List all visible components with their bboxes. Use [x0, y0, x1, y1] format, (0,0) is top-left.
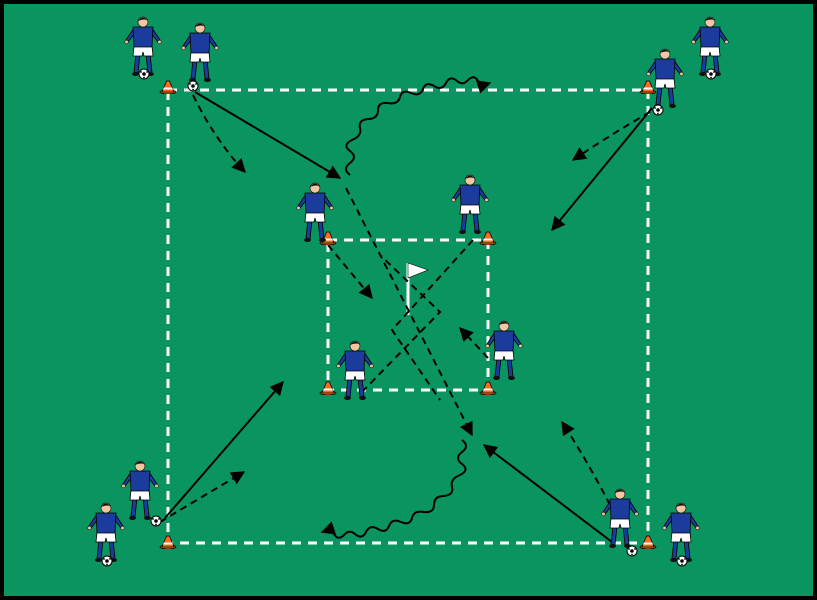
run-arrow-bottom-right [561, 420, 611, 506]
run-arrow-inner-right [459, 326, 489, 359]
pass-arrow-top-right [551, 107, 653, 232]
pass-arrow-bottom-right [482, 444, 613, 543]
ball-icon [626, 545, 638, 557]
run-arrow-inner-cross-2 [390, 239, 474, 401]
ball-icon [138, 68, 150, 80]
dribble-arrow-top [345, 76, 492, 176]
run-arrow-inner-cross [361, 254, 442, 393]
pass-arrow-bottom-left [164, 380, 284, 519]
ball-icon [187, 80, 199, 92]
outer-grid [166, 88, 650, 545]
ball-icon [150, 515, 162, 527]
ball-icon [652, 104, 664, 116]
run-arrow-top-left [192, 94, 246, 174]
ball-icon [705, 68, 717, 80]
dribble-arrow-bottom [320, 439, 467, 539]
flag-icon [406, 262, 429, 315]
pass-arrow-top-left [194, 91, 342, 179]
run-arrow-center-diagonal-down [345, 187, 473, 437]
run-arrow-bottom-left [159, 471, 246, 523]
inner-grid [326, 238, 490, 392]
ball-icon [676, 555, 688, 567]
ball-icon [101, 555, 113, 567]
